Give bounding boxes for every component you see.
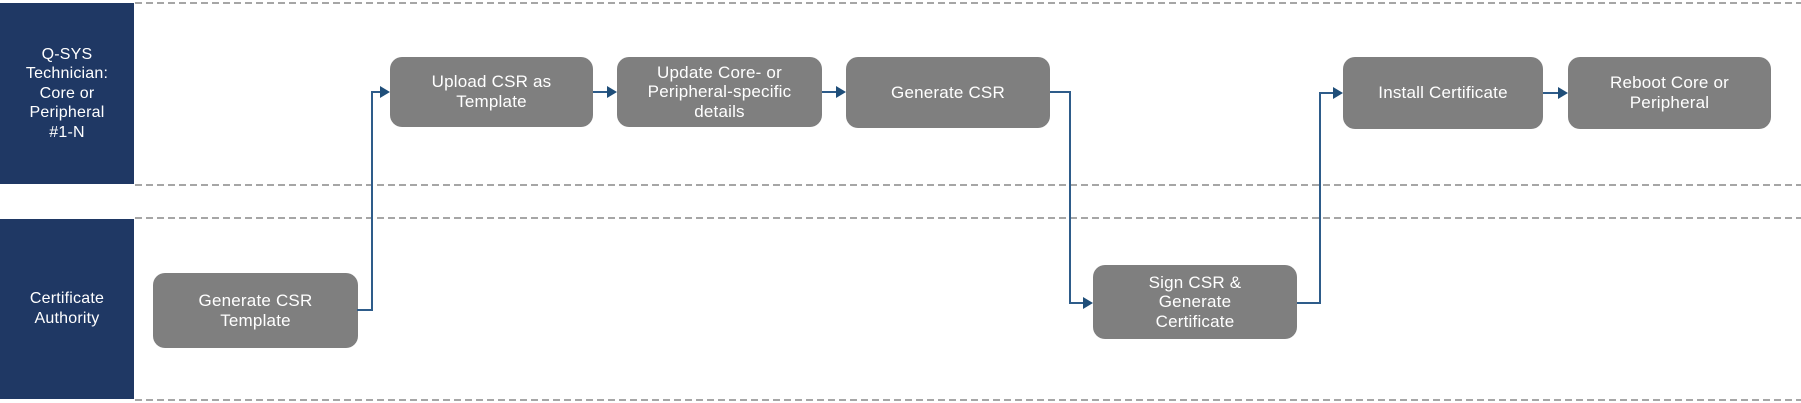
connector-template-h2 (373, 91, 381, 93)
node-install-certificate: Install Certificate (1343, 57, 1543, 129)
connector-template-v (371, 91, 373, 311)
connector-generate-sign-arrowhead (1083, 297, 1093, 309)
connector-generate-sign-v (1069, 91, 1071, 304)
lane-divider-2-top (135, 217, 1801, 219)
connector-update-generate-line (822, 91, 837, 93)
connector-generate-sign-h2 (1071, 302, 1083, 304)
node-generate-csr: Generate CSR (846, 57, 1050, 128)
lane-label-qsys-technician: Q-SYS Technician: Core or Peripheral #1-… (0, 3, 134, 184)
connector-upload-update-line (593, 91, 608, 93)
connector-generate-sign-h1 (1050, 91, 1071, 93)
node-reboot-core-or-peripheral: Reboot Core or Peripheral (1568, 57, 1771, 129)
node-upload-csr-as-template: Upload CSR as Template (390, 57, 593, 127)
connector-sign-install-h2 (1321, 92, 1333, 94)
lane-divider-1-bottom (135, 184, 1801, 186)
connector-sign-install-v (1319, 92, 1321, 304)
node-generate-csr-template: Generate CSR Template (153, 273, 358, 348)
lane-label-certificate-authority: Certificate Authority (0, 219, 134, 399)
connector-upload-update-arrowhead (607, 86, 617, 98)
connector-install-reboot-line (1543, 92, 1559, 94)
connector-template-h1 (357, 309, 373, 311)
lane-divider-bottom (135, 399, 1801, 401)
connector-update-generate-arrowhead (836, 86, 846, 98)
connector-template-arrowhead (380, 86, 390, 98)
lane-divider-top (135, 2, 1801, 4)
connector-sign-install-arrowhead (1333, 87, 1343, 99)
node-update-core-or-peripheral-specific-details: Update Core- or Peripheral-specific deta… (617, 57, 822, 127)
connector-sign-install-h1 (1297, 302, 1321, 304)
connector-install-reboot-arrowhead (1558, 87, 1568, 99)
node-sign-csr-generate-certificate: Sign CSR & Generate Certificate (1093, 265, 1297, 339)
